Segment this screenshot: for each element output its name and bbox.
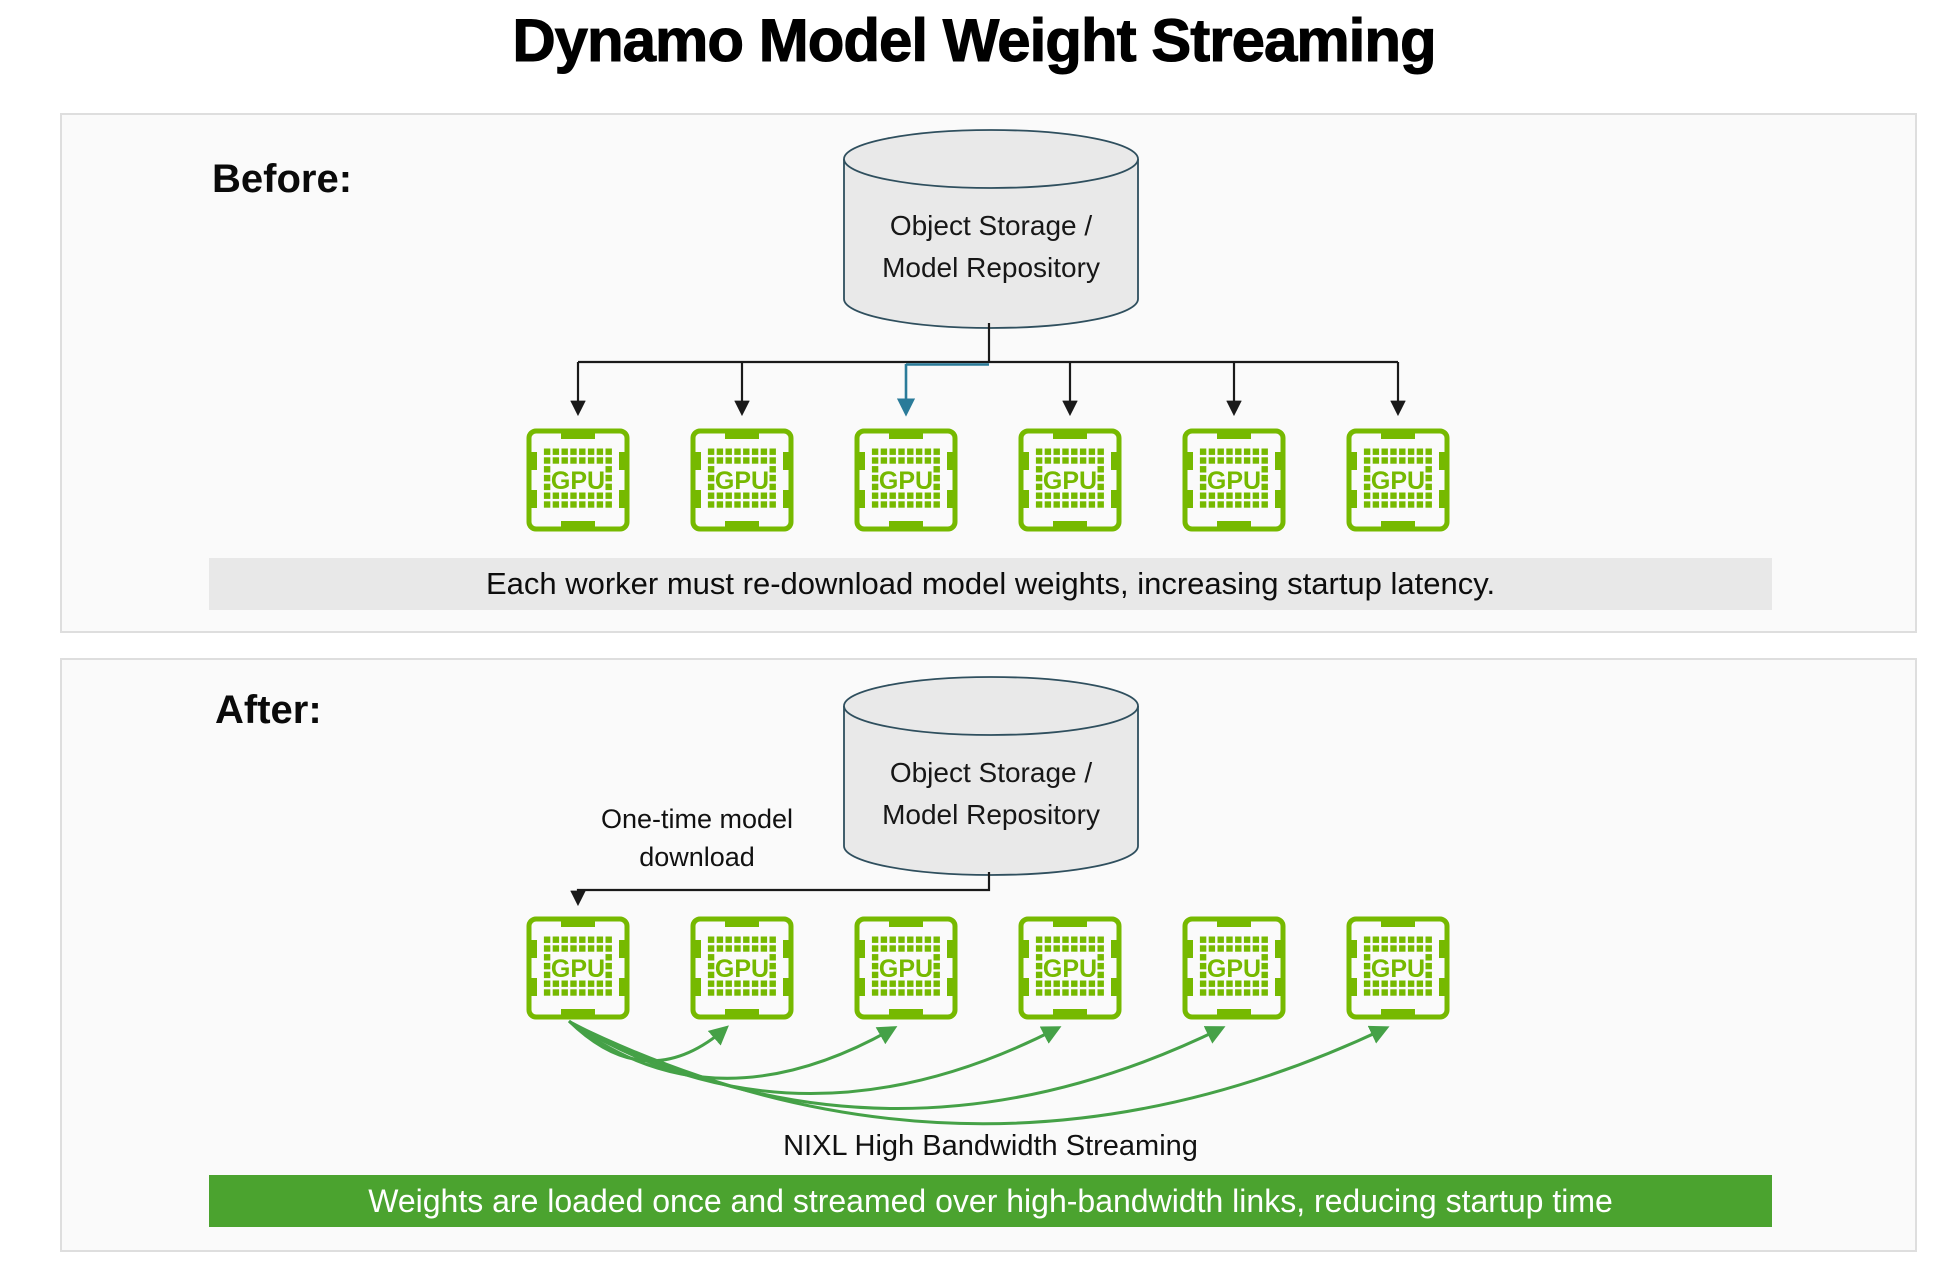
gpu-row-after: GPU GPU GPU GPU GPU GPU	[62, 915, 1915, 1021]
gpu-icon: GPU	[525, 427, 631, 533]
gpu-icon: GPU	[1345, 915, 1451, 1021]
database-cylinder-icon: Object Storage / Model Repository	[843, 676, 1139, 876]
gpu-chip-icon: GPU	[854, 916, 958, 1020]
gpu-chip-icon: GPU	[526, 428, 630, 532]
after-label: After:	[215, 688, 322, 732]
streaming-link-1-4	[569, 1020, 1062, 1095]
gpu-chip-icon: GPU	[690, 428, 794, 532]
page-title: Dynamo Model Weight Streaming	[512, 7, 1437, 75]
gpu-icon: GPU	[689, 915, 795, 1021]
one-time-download-note: One-time model download	[522, 800, 872, 876]
gpu-label: GPU	[1207, 955, 1261, 983]
gpu-icon: GPU	[525, 915, 631, 1021]
gpu-chip-icon: GPU	[526, 916, 630, 1020]
gpu-chip-icon: GPU	[854, 428, 958, 532]
gpu-chip-icon: GPU	[1346, 428, 1450, 532]
gpu-label: GPU	[1371, 467, 1425, 495]
gpu-chip-icon: GPU	[690, 916, 794, 1020]
one-time-download-arrow-and-streaming-links	[567, 872, 1390, 1126]
after-panel: After: Object Storage / Model Repository…	[60, 658, 1917, 1252]
gpu-label: GPU	[715, 955, 769, 983]
gpu-icon: GPU	[853, 427, 959, 533]
gpu-chip-icon: GPU	[1018, 916, 1122, 1020]
download-fanout-arrows	[570, 323, 1406, 417]
before-panel: Before: Object Storage / Model Repositor…	[60, 113, 1917, 633]
before-label: Before:	[212, 157, 353, 201]
gpu-label: GPU	[551, 955, 605, 983]
storage-label-line2: Model Repository	[882, 252, 1100, 283]
nixl-streaming-label: NIXL High Bandwidth Streaming	[783, 1130, 1198, 1162]
gpu-icon: GPU	[1181, 427, 1287, 533]
after-caption-band: Weights are loaded once and streamed ove…	[209, 1175, 1772, 1227]
gpu-label: GPU	[1207, 467, 1261, 495]
object-storage-cylinder: Object Storage / Model Repository	[841, 674, 1141, 879]
note-line1: One-time model	[600, 804, 794, 834]
gpu-row-before: GPU GPU GPU GPU GPU GPU	[62, 427, 1915, 533]
gpu-label: GPU	[879, 955, 933, 983]
gpu-chip-icon: GPU	[1182, 916, 1286, 1020]
streaming-link-1-2	[567, 1019, 729, 1063]
gpu-icon: GPU	[1017, 427, 1123, 533]
storage-label-line1: Object Storage /	[890, 210, 1093, 241]
gpu-icon: GPU	[1181, 915, 1287, 1021]
storage-label-line1: Object Storage /	[890, 757, 1093, 788]
note-line2: download	[639, 842, 755, 872]
before-caption-band: Each worker must re-download model weigh…	[209, 558, 1772, 610]
gpu-chip-icon: GPU	[1182, 428, 1286, 532]
gpu-icon: GPU	[1345, 427, 1451, 533]
gpu-label: GPU	[551, 467, 605, 495]
gpu-icon: GPU	[853, 915, 959, 1021]
gpu-label: GPU	[1043, 955, 1097, 983]
streaming-link-1-3	[568, 1019, 898, 1080]
storage-label-line2: Model Repository	[882, 799, 1100, 830]
gpu-label: GPU	[715, 467, 769, 495]
gpu-label: GPU	[879, 467, 933, 495]
one-time-download-arrow	[570, 872, 991, 907]
streaming-link-1-6	[570, 1021, 1390, 1126]
gpu-chip-icon: GPU	[1346, 916, 1450, 1020]
gpu-icon: GPU	[1017, 915, 1123, 1021]
gpu-chip-icon: GPU	[1018, 428, 1122, 532]
gpu-label: GPU	[1043, 467, 1097, 495]
gpu-icon: GPU	[689, 427, 795, 533]
database-cylinder-icon: Object Storage / Model Repository	[843, 129, 1139, 329]
object-storage-cylinder: Object Storage / Model Repository	[841, 127, 1141, 332]
gpu-label: GPU	[1371, 955, 1425, 983]
